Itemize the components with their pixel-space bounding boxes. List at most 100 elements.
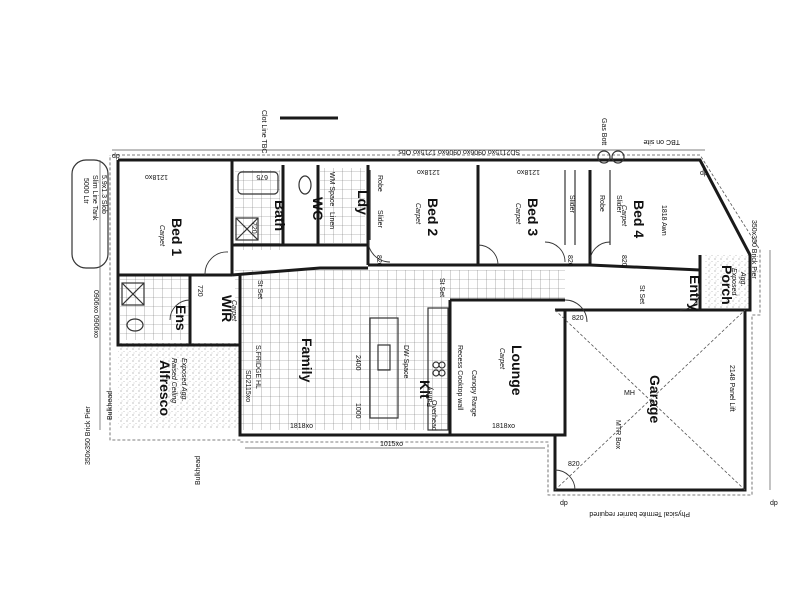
ens-tiled-floor <box>120 275 190 340</box>
bath-shower <box>235 217 259 241</box>
dp-note-2: dp <box>700 170 708 177</box>
porch-label: Porch <box>719 265 735 305</box>
family-label: Family <box>299 338 315 383</box>
bed1-finish: Carpet <box>158 225 165 247</box>
bed1-label: Bed 1 <box>169 218 185 256</box>
wir-finish: Carpet <box>230 300 237 322</box>
clot-line-note: Clot Line TBC <box>260 110 267 153</box>
outer-wall <box>116 158 752 437</box>
ens-shower <box>121 282 145 306</box>
ens-label: Ens <box>173 305 189 331</box>
dimension-lines <box>99 149 771 490</box>
pier-left-note: 350x350 Brick Pier <box>85 406 92 465</box>
bed2-finish: Carpet <box>414 203 421 225</box>
kitchen-island <box>369 317 399 419</box>
tbc-site-note: TBC on site <box>643 138 680 145</box>
family-tiled-floor <box>240 285 450 430</box>
gas-note: Gas Bott <box>600 118 607 145</box>
door-720-b: 720 <box>250 222 257 234</box>
lounge-finish: Carpet <box>498 348 505 370</box>
bed4-label: Bed 4 <box>631 200 647 238</box>
bed4-finish: Carpet <box>620 205 627 227</box>
door-820-b: 820 <box>566 255 573 267</box>
alfresco-floor <box>118 343 240 429</box>
kit-overhead: Overhead <box>430 400 437 431</box>
ldy-linen: Linen <box>328 212 335 229</box>
gas-bottle-icon-2 <box>611 150 625 164</box>
bulkhead-note: Bulkhead <box>107 391 114 420</box>
set-note-2: St Set <box>438 278 445 297</box>
robe-label-2: Robe <box>598 195 605 212</box>
ldy-tiled-floor <box>320 168 365 243</box>
garage-mh: MH <box>624 390 635 397</box>
garage-lift: 2148 Panel Lift <box>728 365 735 412</box>
wc-toilet <box>298 175 312 195</box>
slider-label-3: Slider <box>615 195 622 214</box>
lounge-cooktop: Recess Cooktop wall <box>456 345 463 411</box>
pier-right-note: 350x350 Brick Pier <box>750 220 757 279</box>
door-swings <box>169 239 701 491</box>
roof-outline <box>109 154 761 496</box>
set-note: St Set <box>256 280 263 299</box>
slider-label-2: Slider <box>568 195 575 214</box>
gas-bottle-icon <box>597 150 611 164</box>
lounge-window: 1818xo <box>492 423 515 430</box>
porch-floor <box>705 255 750 310</box>
bath-window: 675 <box>256 173 268 180</box>
hallway-tiled-floor <box>235 270 565 300</box>
bed2-window: 1218xo <box>417 168 440 175</box>
kit-fridge: S.FRIDGE HL <box>254 345 261 389</box>
bath-tub <box>237 171 279 195</box>
termite-note: Physical Termite barrier required <box>589 510 690 517</box>
door-820-c: 820 <box>620 255 627 267</box>
bed1-window: 1218xo <box>145 173 168 180</box>
family-dim2: 1000 <box>354 403 361 419</box>
bed3-finish: Carpet <box>514 203 521 225</box>
dp-note-4: dp <box>770 500 778 507</box>
bed3-window: 1218xo <box>517 168 540 175</box>
tank-note: 5000 Ltr <box>82 178 89 204</box>
room-labels: Bed 1 Carpet 1218xo Bed 2 Carpet 1218xo … <box>82 110 778 517</box>
bed3-label: Bed 3 <box>525 198 541 236</box>
lounge-canopy: Canopy Range <box>470 370 477 417</box>
interior-walls <box>118 160 702 435</box>
dp-note-1: dp <box>112 153 120 160</box>
slider-label: Slider <box>376 210 383 229</box>
ldy-label: Ldy <box>355 190 371 215</box>
porch-line2: Agg. <box>739 271 746 286</box>
cooktop-icon <box>432 361 446 377</box>
water-tank <box>71 159 109 269</box>
wc-label: WC <box>310 197 326 220</box>
door-720-a: 720 <box>196 285 203 297</box>
ens-toilet <box>126 318 144 332</box>
tank-sub-note: Slim Line Tank <box>91 175 98 221</box>
kit-pantry: Pantry <box>427 386 434 407</box>
garage-hip-left <box>554 399 651 491</box>
kit-label: Kit <box>417 380 433 399</box>
garage-hip-right <box>649 399 746 491</box>
family-dim1: 2400 <box>354 355 361 371</box>
kitchen-sink <box>377 344 391 371</box>
alfresco-label: Alfresco <box>157 360 173 416</box>
top-window-note: SD2115xo 0906xo 0906xo 1215xo Obs <box>398 148 520 155</box>
entry-label: Entry <box>687 275 703 311</box>
door-820-a: 820 <box>375 255 382 267</box>
ldy-space: WM Space <box>328 172 335 206</box>
family-window: 1818xo <box>290 423 313 430</box>
alfresco-line2: Exposed Agg. <box>180 358 187 401</box>
door-820-e: 820 <box>568 461 580 468</box>
garage-meter: MTR Box <box>614 420 621 450</box>
kit-dw: DW Space <box>402 345 409 379</box>
bottom-window-note: 1015xo <box>380 441 403 448</box>
alfresco-line1: Raised Ceiling <box>170 358 177 403</box>
bath-label: Bath <box>272 200 288 231</box>
lounge-label: Lounge <box>509 345 525 396</box>
dp-note-3: dp <box>560 500 568 507</box>
side-window-note: SD2115xo <box>244 370 251 402</box>
wir-label: WIR <box>219 295 235 322</box>
porch-line1: Exposed <box>730 268 737 296</box>
bed2-label: Bed 2 <box>425 198 441 236</box>
left-window-note: 0906xo 0906xo <box>92 290 99 338</box>
bed4-window: 1818 Awn <box>660 205 667 236</box>
